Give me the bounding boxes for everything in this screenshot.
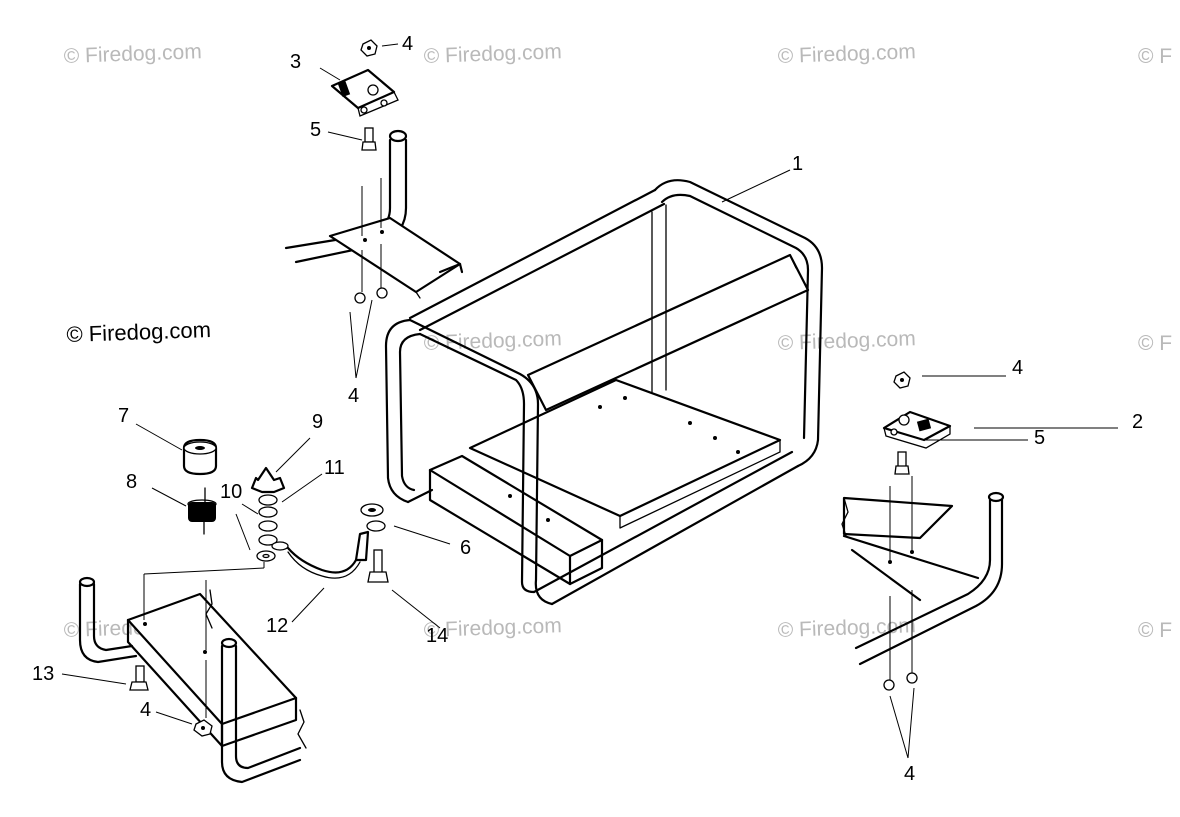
- callout-4-nut: 4: [140, 699, 151, 721]
- leader-lines: [61, 43, 1118, 759]
- callout-10-washers: 10: [220, 481, 242, 503]
- callout-4-nut: 4: [402, 33, 413, 55]
- top-bracket: [330, 39, 399, 151]
- callout-5-bolt: 5: [1034, 427, 1045, 449]
- bottom-left-frame-detail: [78, 562, 307, 784]
- callout-4-nut: 4: [1012, 357, 1023, 379]
- watermark: © Firedog.com: [777, 614, 916, 642]
- callout-3-bracket: 3: [290, 51, 301, 73]
- callout-8-mount: 8: [126, 471, 137, 493]
- callout-5-bolt: 5: [310, 119, 321, 141]
- callout-1-frame: 1: [792, 153, 803, 175]
- callout-2-bracket: 2: [1132, 411, 1143, 433]
- callout-11-washer: 11: [324, 457, 345, 479]
- callout-7-mount: 7: [118, 405, 129, 427]
- watermark: © Firedog.com: [423, 327, 562, 355]
- rubber-mounts: [182, 438, 218, 535]
- callout-13-bolt: 13: [32, 663, 54, 685]
- copyright-label: © Firedog.com: [66, 316, 212, 347]
- callout-12-wire: 12: [266, 615, 288, 637]
- right-frame-detail: [841, 476, 1005, 691]
- watermark: © F: [1138, 332, 1172, 355]
- watermark: © Firedog.com: [423, 614, 562, 642]
- top-left-frame-detail: [284, 129, 464, 304]
- watermark: © Firedog.com: [423, 40, 562, 68]
- watermark: © Firedog.com: [63, 40, 202, 68]
- ground-hardware: [250, 466, 286, 562]
- callout-4-nut: 4: [348, 385, 359, 407]
- ground-wire: [271, 503, 389, 583]
- callout-4-nut: 4: [904, 763, 915, 785]
- watermark: © Firedog.com: [777, 40, 916, 68]
- callout-9-wing-nut: 9: [312, 411, 323, 433]
- watermarks: © Firedog.com © Firedog.com © Firedog.co…: [63, 40, 1172, 642]
- callout-14-bolt: 14: [426, 625, 448, 647]
- callout-6-washer: 6: [460, 537, 471, 559]
- right-bracket: [882, 371, 952, 475]
- watermark: © F: [1138, 619, 1172, 642]
- watermark: © Firedog.com: [777, 327, 916, 355]
- watermark: © F: [1138, 45, 1172, 68]
- callout-labels: 1 3 4 5 4 4 2 5 4 7 8 9 11 10 6 12 14 13…: [32, 33, 1143, 785]
- main-frame: [384, 179, 824, 606]
